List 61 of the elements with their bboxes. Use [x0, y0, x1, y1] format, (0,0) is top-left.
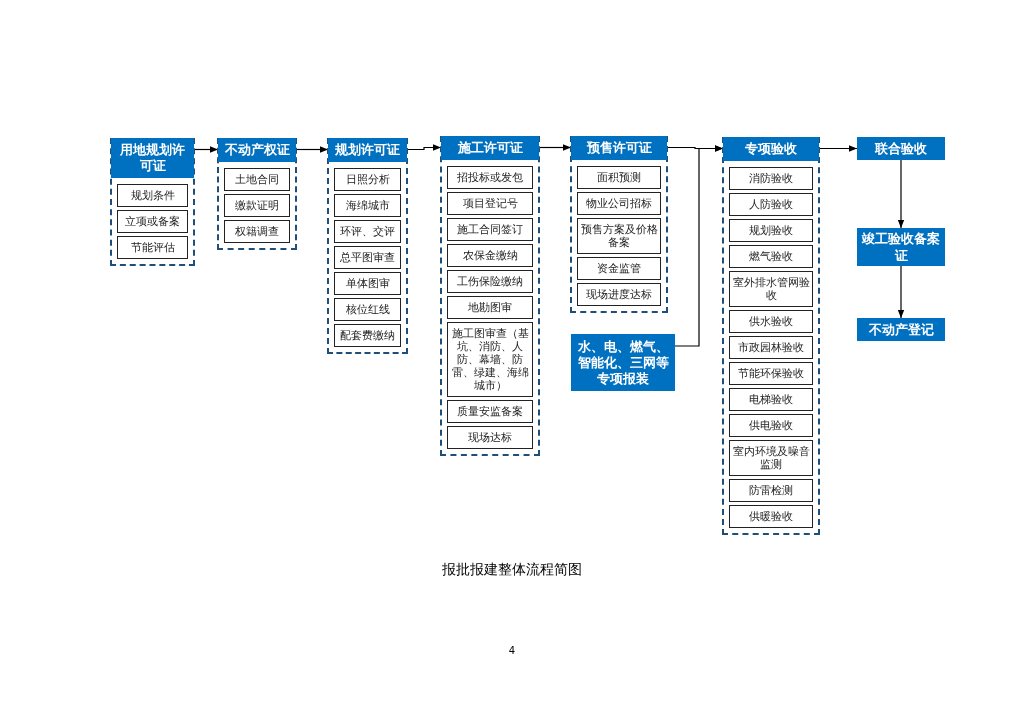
process-box: 燃气验收 — [729, 244, 813, 268]
process-box: 总平图审查 — [334, 245, 401, 269]
process-box: 项目登记号 — [447, 191, 533, 215]
process-box: 缴款证明 — [224, 193, 290, 217]
process-box: 核位红线 — [334, 297, 401, 321]
process-box: 地勘图审 — [447, 295, 533, 319]
process-box: 室外排水管网验收 — [729, 270, 813, 307]
process-box: 供水验收 — [729, 309, 813, 333]
process-box: 配套费缴纳 — [334, 323, 401, 347]
process-box: 单体图审 — [334, 271, 401, 295]
process-box: 面积预测 — [577, 165, 661, 189]
process-box: 节能环保验收 — [729, 361, 813, 385]
process-box: 环评、交评 — [334, 219, 401, 243]
process-box: 农保金缴纳 — [447, 243, 533, 267]
process-box: 专项验收 — [723, 136, 819, 161]
process-box: 防雷检测 — [729, 478, 813, 502]
process-box: 规划许可证 — [328, 137, 407, 162]
process-box: 预售许可证 — [571, 135, 667, 160]
process-box: 权籍调查 — [224, 219, 290, 243]
process-box: 竣工验收备案证 — [857, 228, 945, 266]
process-box: 质量安监备案 — [447, 399, 533, 423]
process-box: 现场达标 — [447, 425, 533, 449]
process-box: 资金监管 — [577, 256, 661, 280]
process-box: 供电验收 — [729, 413, 813, 437]
process-box: 物业公司招标 — [577, 191, 661, 215]
dashed-group-frame — [110, 138, 195, 266]
process-box: 日照分析 — [334, 167, 401, 191]
process-box: 不动产登记 — [857, 318, 945, 341]
arrow — [674, 145, 724, 347]
caption: 报批报建整体流程简图 — [441, 561, 583, 579]
process-box: 规划验收 — [729, 218, 813, 242]
dashed-group-frame — [722, 137, 820, 535]
dashed-group-frame — [570, 136, 668, 313]
dashed-group-frame — [217, 138, 297, 250]
process-box: 土地合同 — [224, 167, 290, 191]
process-box: 用地规划许可证 — [111, 137, 194, 178]
process-box: 供暖验收 — [729, 504, 813, 528]
dashed-group-frame — [327, 138, 408, 354]
process-box: 施工许可证 — [441, 135, 539, 160]
process-box: 不动产权证 — [218, 137, 296, 162]
process-box: 电梯验收 — [729, 387, 813, 411]
process-box: 施工合同签订 — [447, 217, 533, 241]
process-box: 工伤保险缴纳 — [447, 269, 533, 293]
process-box: 施工图审查（基坑、消防、人防、幕墙、防雷、绿建、海绵城市） — [447, 321, 533, 397]
process-box: 联合验收 — [857, 137, 945, 160]
process-box: 规划条件 — [117, 183, 188, 207]
process-box: 海绵城市 — [334, 193, 401, 217]
process-box: 现场进度达标 — [577, 282, 661, 306]
process-box: 消防验收 — [729, 166, 813, 190]
process-box: 人防验收 — [729, 192, 813, 216]
arrow — [897, 159, 905, 229]
process-box: 立项或备案 — [117, 209, 188, 233]
page-number: 4 — [507, 645, 517, 656]
arrow — [897, 265, 905, 319]
process-box: 节能评估 — [117, 235, 188, 259]
process-box: 市政园林验收 — [729, 335, 813, 359]
dashed-group-frame — [440, 136, 540, 456]
process-box: 预售方案及价格备案 — [577, 217, 661, 254]
process-box: 招投标或发包 — [447, 165, 533, 189]
process-box: 水、电、燃气、智能化、三网等专项报装 — [571, 334, 675, 391]
process-box: 室内环境及噪音监测 — [729, 439, 813, 476]
